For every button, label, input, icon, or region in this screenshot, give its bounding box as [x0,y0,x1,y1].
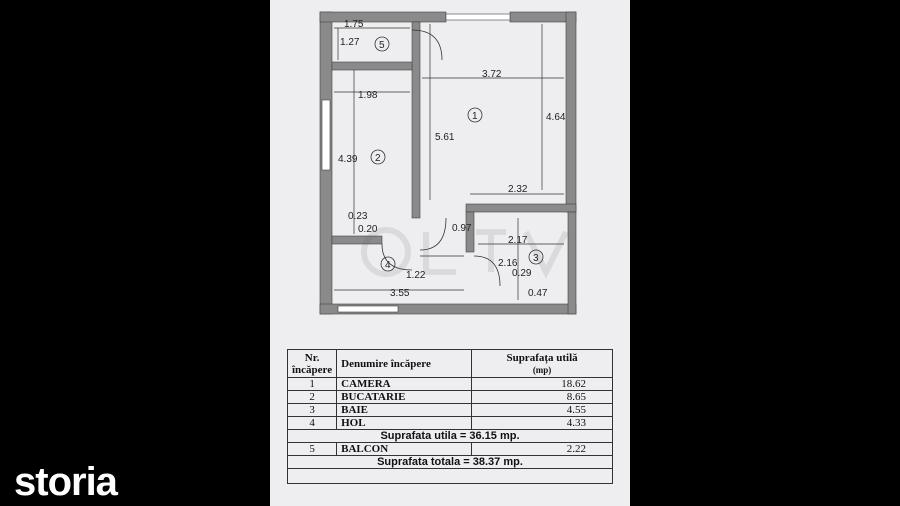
row-name: HOL [336,416,473,430]
wall-kitchen [331,235,383,245]
row-area: 4.33 [471,416,613,430]
row-nr: 2 [286,390,338,404]
header-nr: Nr. încăpere [286,349,338,378]
room-number: 5 [379,40,385,51]
blank-row [287,468,613,484]
door-room [419,217,447,251]
subtotal-row: Suprafata utila = 36.15 mp. [287,429,613,443]
dim-label: 5.61 [435,132,455,143]
floor-plan-document: 1.75 1.27 3.72 1.98 5.61 4.64 4.39 2.32 … [270,0,630,506]
floor-plan-drawing: 1.75 1.27 3.72 1.98 5.61 4.64 4.39 2.32 … [319,11,577,315]
dim-label: 1.98 [358,90,378,101]
dim-label: 3.55 [390,288,410,299]
door-balcony [411,29,443,61]
storia-logo[interactable]: storia [14,460,118,504]
table-row: 5 BALCON 2.22 [286,442,613,456]
watermark-logo [361,227,569,279]
row-area: 2.22 [471,442,613,456]
room-numbers: 5 1 2 3 4 [375,40,539,271]
table-header-row: Nr. încăpere Denumire încăpere Suprafața… [286,349,613,378]
row-area: 4.55 [471,403,613,417]
room-markers [370,36,544,272]
row-name: CAMERA [336,377,473,391]
wall-right-upper [565,11,577,213]
table-row: 3 BAIE 4.55 [286,403,613,417]
row-name: BAIE [336,403,473,417]
door-bath [473,255,501,287]
row-area: 18.62 [471,377,613,391]
total-row: Suprafata totala = 38.37 mp. [287,455,613,469]
room-number: 2 [375,153,381,164]
room-number: 3 [533,253,539,264]
wall-bath-right [567,211,577,315]
dim-label: 1.22 [406,270,426,281]
row-name: BUCATARIE [336,390,473,404]
window-room [445,13,511,21]
dimension-labels: 1.75 1.27 3.72 1.98 5.61 4.64 4.39 2.32 … [338,19,566,299]
dim-label: 4.64 [546,112,566,123]
dim-label: 0.23 [348,211,368,222]
dim-label: 0.29 [512,268,532,279]
row-nr: 5 [286,442,338,456]
wall-bath-top [465,203,577,213]
blank-cell [287,468,613,484]
row-name: BALCON [336,442,473,456]
wall-bath-left [465,211,475,253]
table-row: 1 CAMERA 18.62 [286,377,613,391]
door-kitchen [381,243,413,271]
watermark-shape [361,227,569,279]
window-kitchen [321,99,331,171]
dim-label: 0.20 [358,224,378,235]
header-area-label: Suprafața utilă [506,351,578,364]
header-area: Suprafața utilă (mp) [471,349,613,378]
subtotal-text: Suprafata utila = 36.15 mp. [287,429,613,443]
row-area: 8.65 [471,390,613,404]
area-table: Nr. încăpere Denumire încăpere Suprafața… [286,349,613,484]
header-area-unit: (mp) [532,364,552,375]
row-nr: 3 [286,403,338,417]
dim-label: 1.75 [344,19,364,30]
dim-label: 4.39 [338,154,358,165]
dim-label: 3.72 [482,69,502,80]
wall-top-left [319,11,447,23]
dim-label: 1.27 [340,37,360,48]
total-text: Suprafata totala = 38.37 mp. [287,455,613,469]
room-number: 4 [385,260,391,271]
dim-label: 2.32 [508,184,528,195]
table-row: 4 HOL 4.33 [286,416,613,430]
row-nr: 4 [286,416,338,430]
table-row: 2 BUCATARIE 8.65 [286,390,613,404]
wall-center [411,21,421,219]
dim-label: 0.97 [452,223,472,234]
header-name: Denumire încăpere [336,349,473,378]
doors [381,29,501,287]
row-nr: 1 [286,377,338,391]
dim-label: 2.16 [498,258,518,269]
window-hall [337,305,399,313]
dim-label: 0.47 [528,288,548,299]
dimension-lines [334,24,564,300]
wall-balcony [331,61,413,71]
windows [321,13,511,313]
room-number: 1 [472,111,478,122]
dim-label: 2.17 [508,235,528,246]
